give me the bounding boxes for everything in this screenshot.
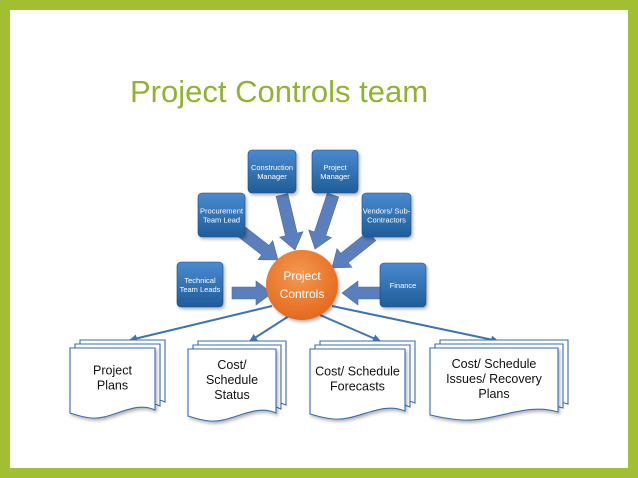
output-document-label: Project <box>93 364 132 378</box>
input-box-label: Team Lead <box>203 216 240 225</box>
output-document-label: Issues/ Recovery <box>446 372 543 386</box>
input-box-5: Vendors/ Sub-Contractors <box>361 192 412 238</box>
project-controls-hub: Project Controls <box>266 250 338 320</box>
input-box-label: Team Leads <box>180 285 221 294</box>
input-box-label: Procurement <box>200 207 244 216</box>
block-arrow-1 <box>231 280 273 306</box>
center-label-line-1: Project <box>283 269 321 283</box>
connector-arrow-1 <box>129 305 273 343</box>
output-document-label: Cost/ <box>217 358 247 372</box>
connector-arrow-4 <box>331 305 499 344</box>
input-box-label: Project <box>323 163 347 172</box>
input-box-label: Manager <box>257 172 287 181</box>
block-arrow-3 <box>275 193 304 251</box>
output-document-label: Cost/ Schedule <box>452 357 537 371</box>
output-document-label: Forecasts <box>330 380 385 394</box>
connector-arrow-2 <box>249 315 290 342</box>
output-document-label: Status <box>214 388 249 402</box>
input-box-6: Finance <box>379 262 427 308</box>
input-box-label: Construction <box>251 163 293 172</box>
block-arrow-2 <box>237 226 279 261</box>
connector-arrow-3 <box>319 314 381 342</box>
input-box-label: Manager <box>320 172 350 181</box>
center-label-line-2: Controls <box>280 287 325 301</box>
block-arrow-4 <box>308 192 340 250</box>
output-document-label: Cost/ Schedule <box>315 365 400 379</box>
output-document-label: Plans <box>478 387 509 401</box>
slide: Project Controls team <box>10 10 628 468</box>
input-box-label: Technical <box>184 276 216 285</box>
block-arrow-5 <box>331 230 377 269</box>
input-box-label: Vendors/ Sub- <box>363 207 411 216</box>
block-arrow-6 <box>341 280 384 306</box>
input-box-label: Contractors <box>367 216 406 225</box>
slide-title: Project Controls team <box>130 74 429 109</box>
output-document-label: Plans <box>97 379 128 393</box>
output-document-label: Schedule <box>206 373 258 387</box>
input-box-label: Finance <box>390 281 417 290</box>
